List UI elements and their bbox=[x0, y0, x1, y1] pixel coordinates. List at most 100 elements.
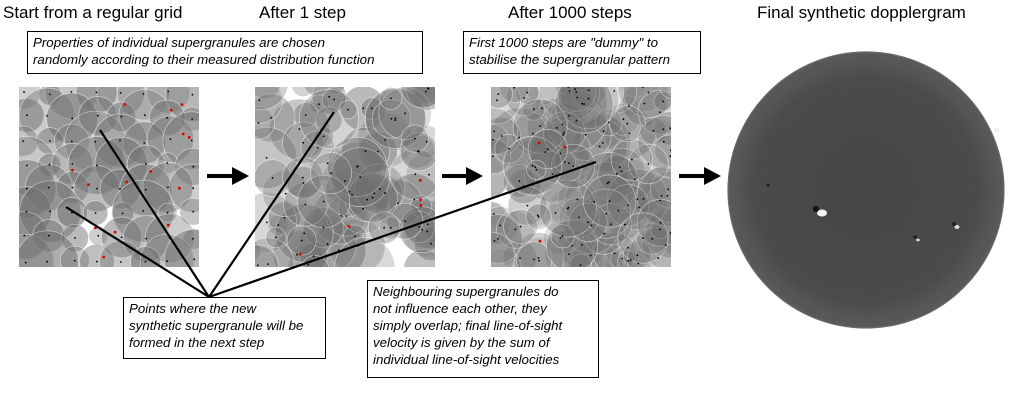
disk-feature bbox=[913, 235, 917, 239]
new-granule-marker bbox=[537, 141, 541, 145]
note-overlap-line5: individual line-of-sight velocities bbox=[373, 352, 560, 367]
cell-center-dot bbox=[500, 135, 503, 137]
supergranule-cell bbox=[636, 165, 671, 227]
heading-step1: After 1 step bbox=[259, 3, 346, 22]
cell-center-dot bbox=[25, 164, 28, 167]
cell-center-dot bbox=[167, 186, 169, 189]
cell-center-dot bbox=[73, 259, 76, 262]
new-granule-marker bbox=[418, 178, 422, 182]
cell-center-dot bbox=[628, 105, 630, 107]
cell-center-dot bbox=[377, 150, 379, 153]
heading-final: Final synthetic dopplergram bbox=[757, 3, 966, 22]
arrow-right-1-head bbox=[232, 167, 249, 185]
cell-center-dot bbox=[539, 125, 542, 127]
supergranule-cell bbox=[19, 230, 79, 267]
cell-center-dot bbox=[364, 150, 367, 153]
cell-center-dot bbox=[318, 103, 320, 106]
cell-center-dot bbox=[304, 114, 307, 116]
disk-feature bbox=[952, 222, 956, 226]
cell-center-dot bbox=[277, 224, 280, 226]
cell-center-dot bbox=[96, 164, 98, 167]
supergranule-cell bbox=[410, 87, 435, 107]
cell-center-dot bbox=[49, 210, 52, 213]
new-granule-marker bbox=[123, 103, 127, 106]
supergranule-cell bbox=[255, 245, 280, 267]
supergranule-cell bbox=[272, 230, 322, 267]
cell-center-dot bbox=[322, 226, 325, 229]
cell-center-dot bbox=[307, 263, 310, 266]
new-granule-marker bbox=[347, 225, 351, 228]
cell-center-dot bbox=[119, 261, 122, 263]
cell-center-dot bbox=[428, 173, 430, 176]
cell-center-dot bbox=[568, 253, 570, 256]
cell-center-dot bbox=[145, 162, 147, 165]
cells-svg bbox=[19, 87, 199, 267]
new-granule-marker bbox=[149, 170, 153, 173]
grid-panel-step1 bbox=[255, 87, 435, 267]
disk-feature bbox=[994, 128, 1000, 132]
cell-center-dot bbox=[518, 136, 520, 139]
cell-center-dot bbox=[568, 114, 570, 117]
cell-center-dot bbox=[534, 166, 536, 169]
cell-center-dot bbox=[427, 87, 429, 90]
cell-center-dot bbox=[628, 132, 631, 135]
cell-center-dot bbox=[23, 234, 26, 237]
cell-center-dot bbox=[559, 152, 562, 155]
new-granule-marker bbox=[102, 255, 106, 259]
supergranule-cell bbox=[303, 87, 330, 97]
cell-center-dot bbox=[344, 180, 346, 182]
cell-center-dot bbox=[602, 130, 605, 133]
cell-center-dot bbox=[190, 139, 193, 142]
supergranule-cell bbox=[255, 244, 279, 267]
cell-center-dot bbox=[669, 127, 671, 130]
supergranule-cell bbox=[499, 87, 530, 103]
cell-center-dot bbox=[561, 235, 564, 238]
cell-center-dot bbox=[23, 91, 25, 93]
cell-center-dot bbox=[390, 226, 392, 229]
cell-center-dot bbox=[537, 257, 540, 259]
cell-center-dot bbox=[593, 200, 596, 203]
cell-center-dot bbox=[322, 200, 325, 203]
cell-center-dot bbox=[326, 243, 329, 246]
cell-center-dot bbox=[568, 90, 571, 92]
new-granule-marker bbox=[298, 252, 302, 256]
cell-center-dot bbox=[613, 90, 616, 92]
disk-rim bbox=[727, 51, 1005, 329]
new-granule-marker bbox=[94, 226, 97, 230]
cell-center-dot bbox=[535, 168, 538, 171]
cell-center-dot bbox=[603, 232, 605, 235]
cell-center-dot bbox=[143, 142, 146, 144]
supergranule-cell bbox=[659, 87, 671, 99]
cell-center-dot bbox=[636, 198, 639, 201]
cell-center-dot bbox=[356, 166, 358, 168]
cell-center-dot bbox=[508, 147, 511, 150]
cell-center-dot bbox=[652, 129, 655, 132]
disk-feature bbox=[813, 206, 819, 212]
cell-center-dot bbox=[404, 220, 406, 223]
cell-center-dot bbox=[192, 210, 195, 213]
supergranule-cell bbox=[491, 206, 520, 245]
cell-center-dot bbox=[298, 128, 301, 130]
supergranule-cell bbox=[554, 87, 614, 134]
cell-center-dot bbox=[366, 198, 369, 201]
cell-center-dot bbox=[493, 240, 496, 242]
cell-center-dot bbox=[266, 221, 268, 224]
cell-center-dot bbox=[636, 254, 639, 257]
cells-svg bbox=[491, 87, 671, 267]
cell-center-dot bbox=[618, 166, 621, 169]
cell-center-dot bbox=[610, 223, 612, 226]
cell-center-dot bbox=[430, 242, 432, 245]
disk-group bbox=[727, 51, 1005, 329]
cell-center-dot bbox=[576, 96, 579, 99]
cell-center-dot bbox=[192, 187, 195, 190]
cell-center-dot bbox=[95, 91, 98, 94]
cell-center-dot bbox=[347, 108, 349, 111]
cell-center-dot bbox=[71, 163, 74, 165]
cell-center-dot bbox=[370, 107, 373, 110]
cell-center-dot bbox=[664, 244, 667, 247]
cell-center-dot bbox=[144, 260, 147, 263]
cell-center-dot bbox=[120, 236, 123, 239]
cell-center-dot bbox=[532, 132, 534, 135]
cell-center-dot bbox=[119, 188, 121, 190]
